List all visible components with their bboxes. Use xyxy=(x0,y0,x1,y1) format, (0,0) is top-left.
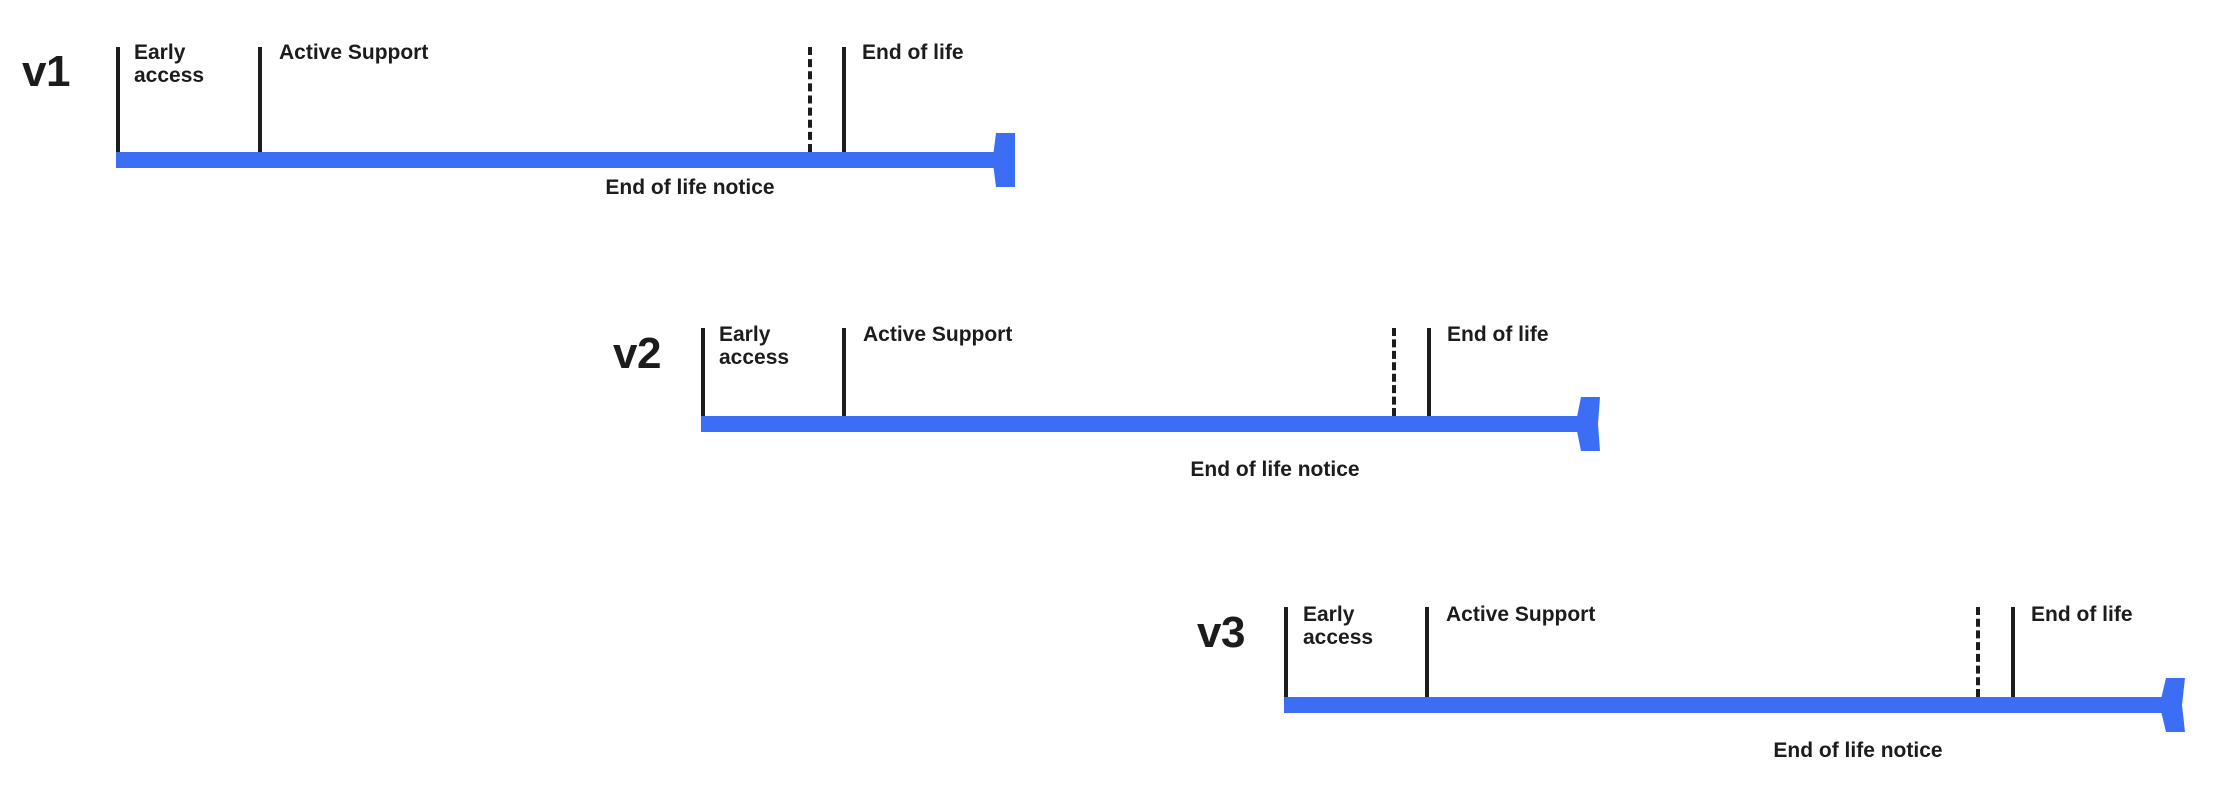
phase-divider-solid xyxy=(258,47,262,152)
timeline-bar-joint xyxy=(1579,416,1593,432)
phase-divider-dashed xyxy=(1392,328,1396,416)
phase-label: Early access xyxy=(1303,603,1374,649)
phase-divider-solid xyxy=(2011,607,2015,697)
timeline-bar xyxy=(116,152,996,168)
phase-divider-solid xyxy=(701,328,705,416)
phase-label: Early access xyxy=(134,41,205,87)
phase-label: Active Support xyxy=(863,323,1013,346)
phase-label: Active Support xyxy=(279,41,429,64)
version-label-v2: v2 xyxy=(613,329,661,378)
phase-label: Active Support xyxy=(1446,603,1596,626)
phase-divider-solid xyxy=(1425,607,1429,697)
end-of-life-notice-label: End of life notice xyxy=(1190,458,1360,481)
phase-label: End of life xyxy=(2031,603,2133,626)
phase-divider-solid xyxy=(116,47,120,152)
phase-label: End of life xyxy=(1447,323,1549,346)
timeline-bar xyxy=(1284,697,2166,713)
phase-divider-solid xyxy=(1427,328,1431,416)
phase-divider-dashed xyxy=(808,47,812,152)
end-of-life-notice-label: End of life notice xyxy=(1773,739,1943,762)
end-of-life-notice-label: End of life notice xyxy=(605,176,775,199)
phase-label: Early access xyxy=(719,323,790,369)
timeline-bar xyxy=(701,416,1581,432)
phase-divider-solid xyxy=(1284,607,1288,697)
version-label-v3: v3 xyxy=(1197,608,1245,657)
phase-divider-solid xyxy=(842,328,846,416)
phase-divider-dashed xyxy=(1976,607,1980,697)
phase-label: End of life xyxy=(862,41,964,64)
timeline-bar-joint xyxy=(2164,697,2178,713)
version-label-v1: v1 xyxy=(22,47,70,96)
timeline-bar-joint xyxy=(994,152,1008,168)
phase-divider-solid xyxy=(842,47,846,152)
